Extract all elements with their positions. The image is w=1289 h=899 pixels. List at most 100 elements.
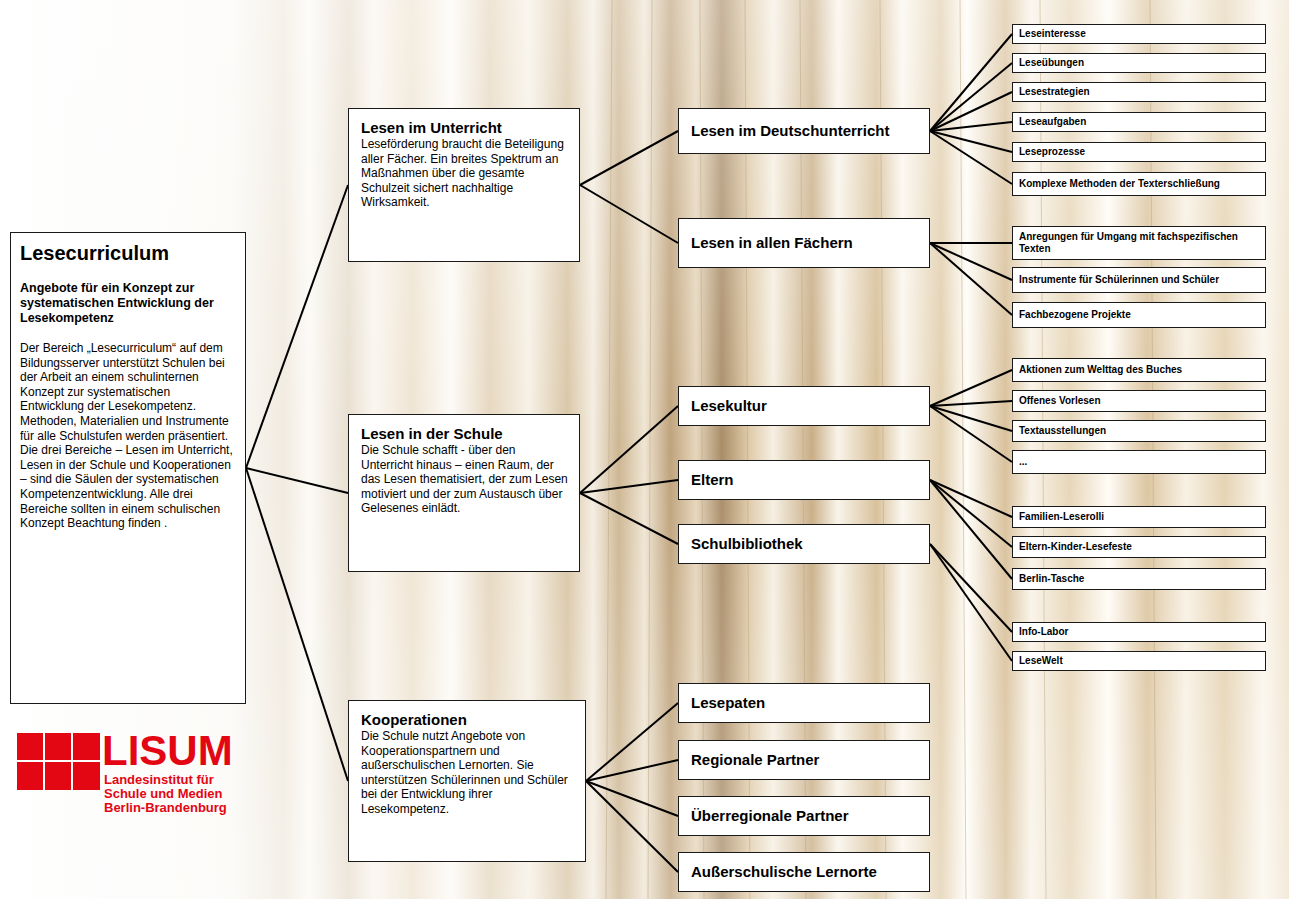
connector-line bbox=[930, 34, 1012, 131]
topic-box: Leseprozesse bbox=[1012, 142, 1266, 162]
connector-line bbox=[930, 406, 1012, 431]
node-body-text: Angebote für ein Konzept zur systematisc… bbox=[20, 281, 236, 326]
node-body-text: Die Schule schafft - über den Unterricht… bbox=[361, 443, 569, 516]
connector-line bbox=[930, 243, 1012, 315]
connector-line bbox=[580, 493, 678, 544]
node-heading: Schulbibliothek bbox=[691, 535, 917, 553]
node-heading: Leseinteresse bbox=[1019, 28, 1259, 40]
area-box: Lesen im Deutschunterricht bbox=[678, 108, 930, 154]
node-body-text: Leseförderung braucht die Beteiligung al… bbox=[361, 137, 569, 210]
node-heading: Leseprozesse bbox=[1019, 146, 1259, 158]
connector-line bbox=[930, 131, 1012, 184]
area-box: Lesepaten bbox=[678, 683, 930, 723]
node-heading: Lesen im Deutschunterricht bbox=[691, 122, 917, 140]
node-heading: Textausstellungen bbox=[1019, 425, 1259, 437]
node-heading: Offenes Vorlesen bbox=[1019, 395, 1259, 407]
connector-line bbox=[930, 544, 1012, 661]
connector-line bbox=[586, 760, 678, 781]
node-heading: Regionale Partner bbox=[691, 751, 917, 769]
connector-line bbox=[586, 781, 678, 816]
intro-box: LesecurriculumAngebote für ein Konzept z… bbox=[10, 232, 246, 704]
topic-box: Komplexe Methoden der Texterschließung bbox=[1012, 172, 1266, 196]
topic-box: Leseübungen bbox=[1012, 53, 1266, 73]
connector-line bbox=[930, 401, 1012, 406]
connector-line bbox=[930, 370, 1012, 406]
topic-box: Fachbezogene Projekte bbox=[1012, 302, 1266, 328]
node-heading: Komplexe Methoden der Texterschließung bbox=[1019, 178, 1259, 190]
node-heading: Berlin-Tasche bbox=[1019, 573, 1259, 585]
connector-line bbox=[930, 480, 1012, 579]
node-heading: ... bbox=[1019, 456, 1259, 468]
node-heading: Instrumente für Schülerinnen und Schüler bbox=[1019, 274, 1259, 286]
topic-box: ... bbox=[1012, 450, 1266, 474]
topic-box: Berlin-Tasche bbox=[1012, 568, 1266, 590]
topic-box: Eltern-Kinder-Lesefeste bbox=[1012, 536, 1266, 558]
node-heading: Lesen im Unterricht bbox=[361, 119, 569, 137]
node-heading: LeseWelt bbox=[1019, 655, 1259, 667]
topic-box: Info-Labor bbox=[1012, 622, 1266, 642]
connector-line bbox=[930, 406, 1012, 462]
area-box: Regionale Partner bbox=[678, 740, 930, 780]
connector-line bbox=[586, 703, 678, 781]
topic-box: Familien-Leserolli bbox=[1012, 506, 1266, 528]
connector-line bbox=[930, 480, 1012, 547]
area-box: Lesekultur bbox=[678, 386, 930, 426]
connector-line bbox=[930, 92, 1012, 131]
pillar-box: Lesen im UnterrichtLeseförderung braucht… bbox=[348, 108, 580, 262]
connector-line bbox=[930, 63, 1012, 131]
node-heading: Anregungen für Umgang mit fachspezifisch… bbox=[1019, 231, 1259, 255]
connector-line bbox=[930, 480, 1012, 517]
connector-line bbox=[580, 131, 678, 185]
topic-box: Aktionen zum Welttag des Buches bbox=[1012, 358, 1266, 382]
node-heading: Lesekultur bbox=[691, 397, 917, 415]
logo-wordmark: LISUM bbox=[102, 730, 233, 772]
topic-box: LeseWelt bbox=[1012, 651, 1266, 671]
pillar-box: KooperationenDie Schule nutzt Angebote v… bbox=[348, 700, 586, 862]
connector-line bbox=[930, 131, 1012, 152]
area-box: Lesen in allen Fächern bbox=[678, 218, 930, 268]
topic-box: Lesestrategien bbox=[1012, 82, 1266, 102]
node-heading: Überregionale Partner bbox=[691, 807, 917, 825]
node-body-text: Die Schule nutzt Angebote von Kooperatio… bbox=[361, 729, 575, 817]
connector-line bbox=[586, 781, 678, 872]
node-heading: Lesecurriculum bbox=[20, 241, 236, 265]
node-heading: Leseaufgaben bbox=[1019, 116, 1259, 128]
topic-box: Textausstellungen bbox=[1012, 420, 1266, 442]
pillar-box: Lesen in der SchuleDie Schule schafft - … bbox=[348, 414, 580, 572]
area-box: Überregionale Partner bbox=[678, 796, 930, 836]
logo-squares bbox=[17, 733, 100, 790]
connector-line bbox=[246, 468, 348, 493]
topic-box: Leseaufgaben bbox=[1012, 112, 1266, 132]
connector-line bbox=[580, 480, 678, 493]
node-heading: Lesen in der Schule bbox=[361, 425, 569, 443]
node-heading: Eltern bbox=[691, 471, 917, 489]
topic-box: Offenes Vorlesen bbox=[1012, 390, 1266, 412]
area-box: Eltern bbox=[678, 460, 930, 500]
connector-line bbox=[930, 122, 1012, 131]
node-heading: Leseübungen bbox=[1019, 57, 1259, 69]
connector-line bbox=[246, 468, 348, 781]
node-heading: Kooperationen bbox=[361, 711, 575, 729]
node-heading: Aktionen zum Welttag des Buches bbox=[1019, 364, 1259, 376]
topic-box: Instrumente für Schülerinnen und Schüler bbox=[1012, 267, 1266, 293]
node-heading: Lesepaten bbox=[691, 694, 917, 712]
node-body-text: Der Bereich „Lesecurriculum“ auf dem Bil… bbox=[20, 341, 236, 531]
area-box: Außerschulische Lernorte bbox=[678, 852, 930, 892]
node-heading: Lesestrategien bbox=[1019, 86, 1259, 98]
connector-line bbox=[930, 243, 1012, 280]
topic-box: Anregungen für Umgang mit fachspezifisch… bbox=[1012, 226, 1266, 260]
node-heading: Eltern-Kinder-Lesefeste bbox=[1019, 541, 1259, 553]
node-heading: Fachbezogene Projekte bbox=[1019, 309, 1259, 321]
connector-line bbox=[580, 406, 678, 493]
area-box: Schulbibliothek bbox=[678, 524, 930, 564]
topic-box: Leseinteresse bbox=[1012, 24, 1266, 44]
connector-line bbox=[246, 185, 348, 468]
node-heading: Familien-Leserolli bbox=[1019, 511, 1259, 523]
node-heading: Lesen in allen Fächern bbox=[691, 234, 917, 252]
connector-line bbox=[580, 185, 678, 243]
logo-institute-name: Landesinstitut für Schule und Medien Ber… bbox=[104, 773, 254, 815]
node-heading: Außerschulische Lernorte bbox=[691, 863, 917, 881]
connector-line bbox=[930, 544, 1012, 632]
